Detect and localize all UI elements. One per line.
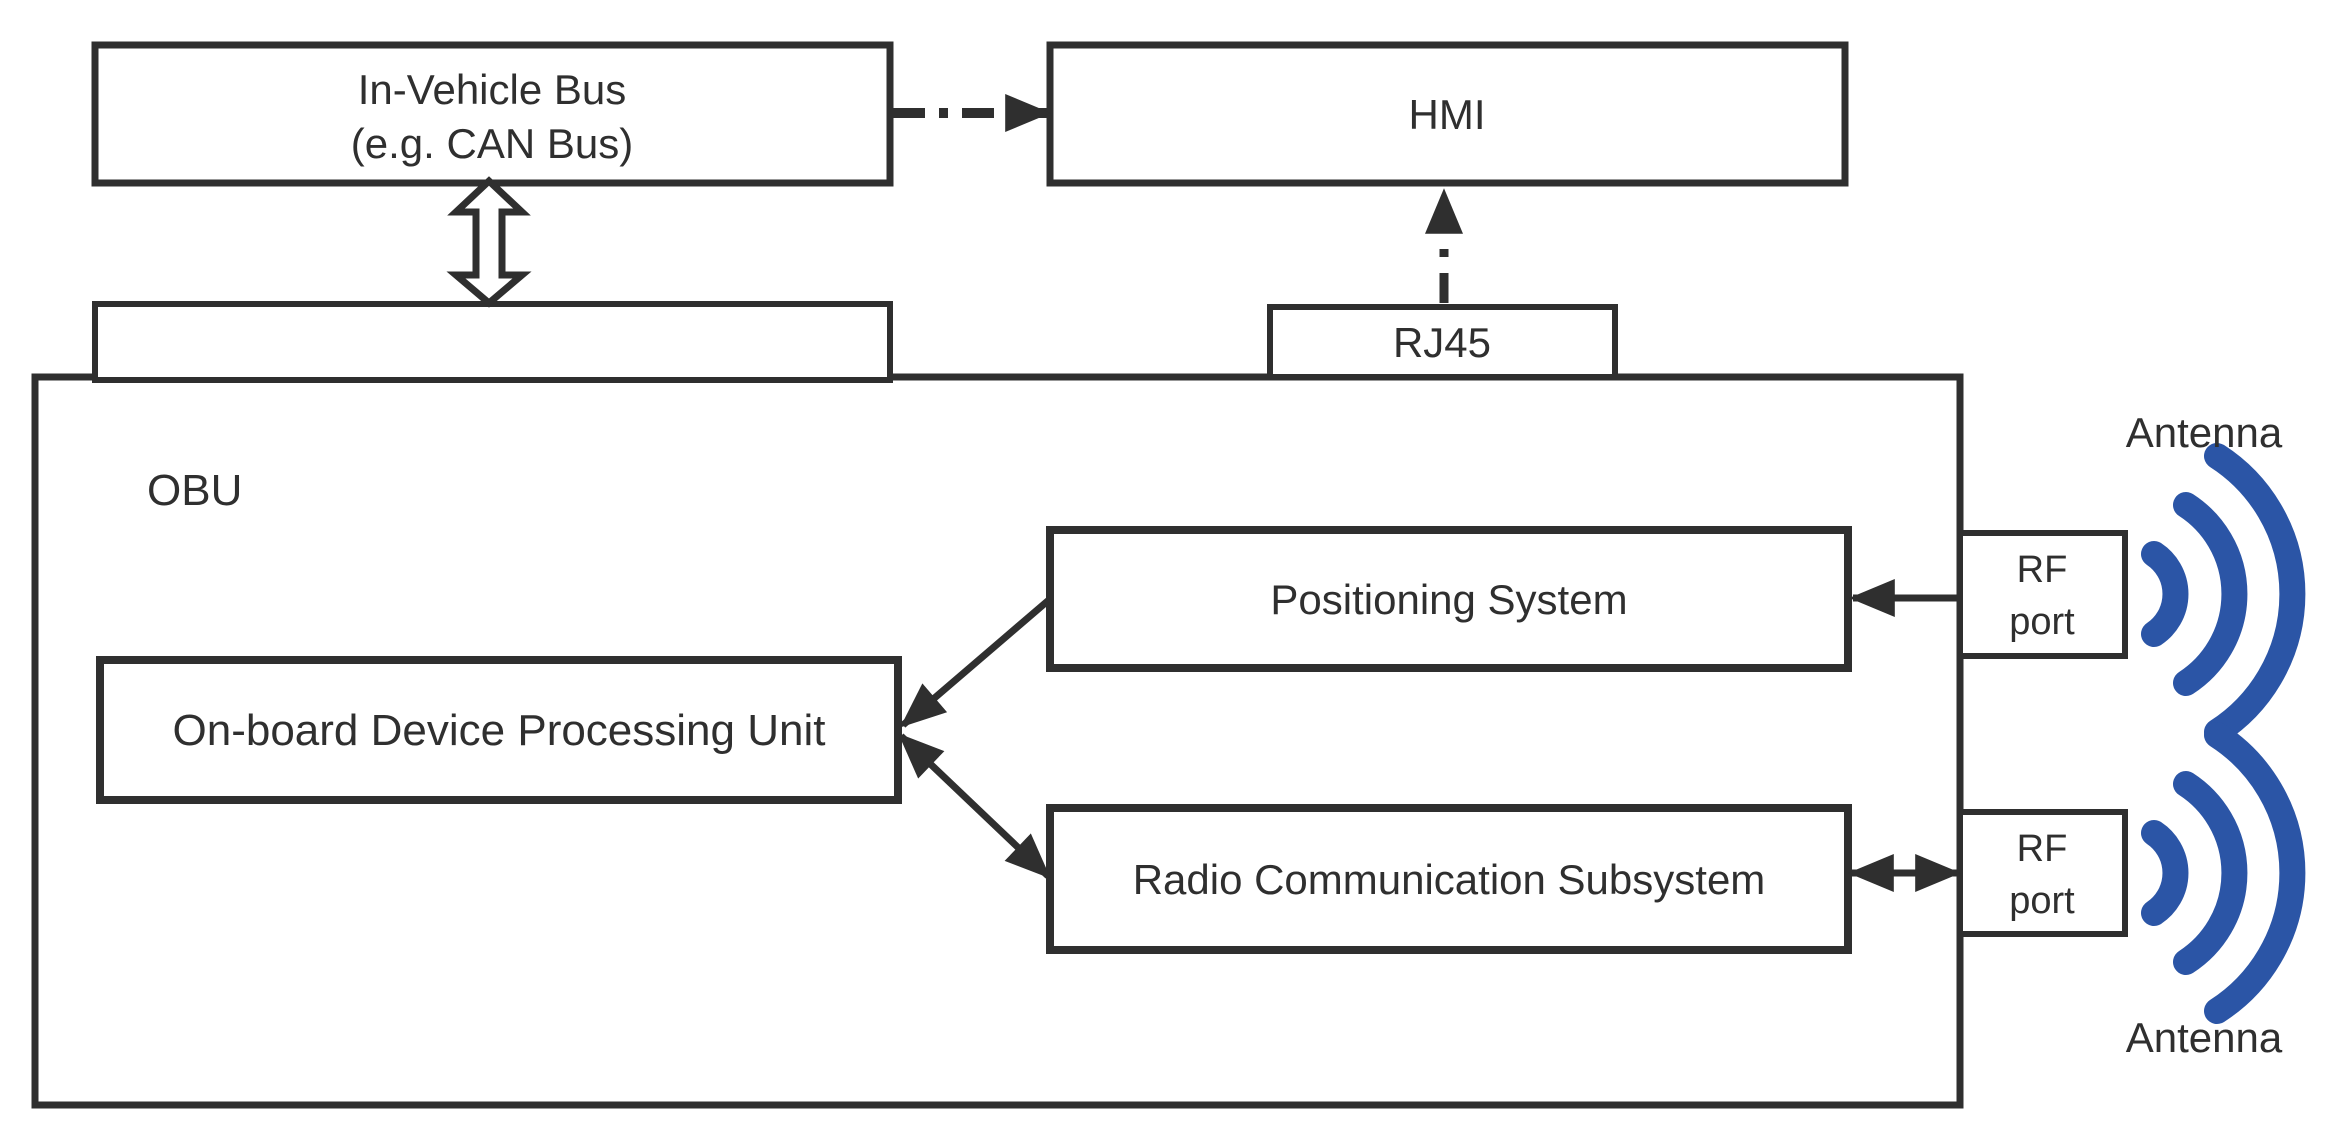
- in-vehicle-bus-label-line1: In-Vehicle Bus: [358, 66, 627, 113]
- rj45-box: [1267, 304, 1618, 380]
- arrow-odpu-radio-bidirectional: [898, 733, 1051, 879]
- antenna-top-label: Antenna: [2126, 409, 2283, 456]
- rf-port-top-box: [1957, 530, 2128, 659]
- arrow-positioning-to-odpu: [900, 596, 1053, 728]
- rf-port-bottom-label-line2: port: [2009, 880, 2075, 922]
- radio-subsystem-box: [1046, 804, 1852, 954]
- hollow-double-arrow-invehiclebus-obu: [446, 176, 532, 308]
- antenna-waves-bottom-icon: [2141, 722, 2306, 1024]
- rf-port-bottom-label-line1: RF: [2017, 828, 2068, 870]
- odpu-box: [96, 656, 902, 804]
- rj45-label: RJ45: [1393, 319, 1491, 366]
- odpu-label: On-board Device Processing Unit: [173, 706, 826, 755]
- in-vehicle-bus-label-line2: (e.g. CAN Bus): [351, 120, 633, 167]
- in-vehicle-bus-box: [91, 41, 894, 187]
- hmi-box: [1046, 41, 1849, 187]
- rf-port-top-label-line2: port: [2009, 601, 2075, 643]
- vehicle-bus-connector-box: [92, 301, 893, 383]
- obu-label: OBU: [147, 466, 242, 515]
- rf-port-top-label-line1: RF: [2017, 549, 2068, 591]
- antenna-bottom-label: Antenna: [2126, 1014, 2283, 1061]
- radio-subsystem-label: Radio Communication Subsystem: [1133, 856, 1766, 903]
- positioning-system-label: Positioning System: [1270, 576, 1627, 623]
- hmi-label: HMI: [1409, 91, 1486, 138]
- antenna-waves-top-icon: [2141, 443, 2306, 745]
